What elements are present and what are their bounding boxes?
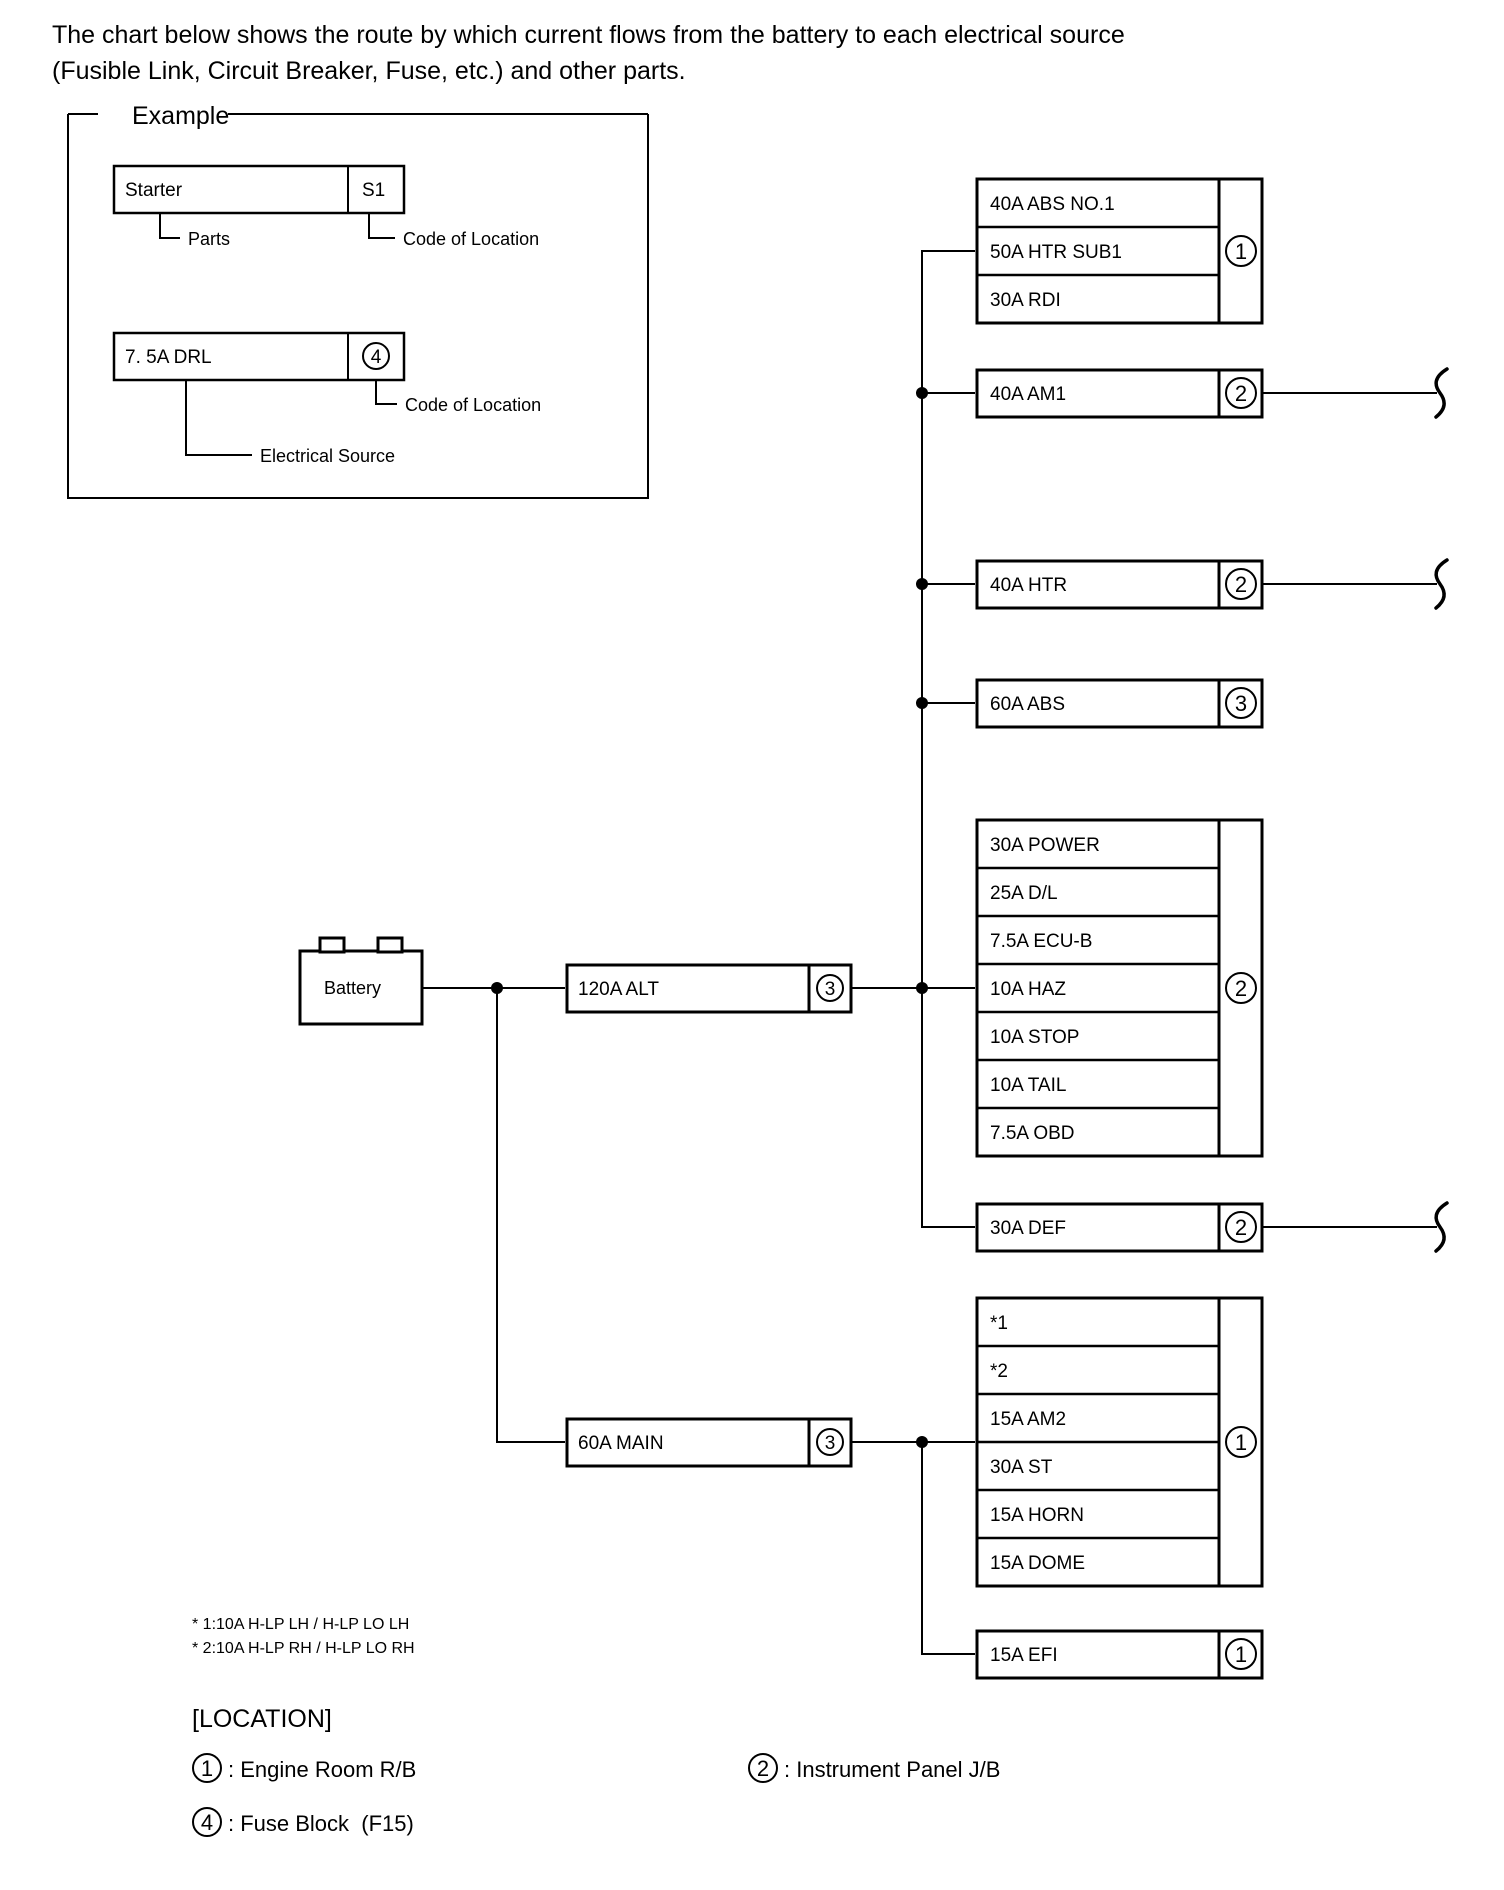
group-location-code: 2 (1235, 381, 1247, 406)
legend-label: : Instrument Panel J/B (784, 1757, 1000, 1782)
fusible-link-alt: 120A ALT 3 (565, 963, 853, 1014)
group-location-code: 2 (1235, 1215, 1247, 1240)
legend-code: 1 (201, 1756, 213, 1781)
group-row-label: *2 (990, 1361, 1008, 1382)
legend-entry-2: 2 : Instrument Panel J/B (748, 1753, 1000, 1783)
fusible-link-alt-code: 3 (825, 979, 836, 1000)
group-row-label: 10A HAZ (990, 979, 1066, 1000)
example-box-drl: 7. 5A DRL 4 Code of Location Electrical … (112, 331, 541, 466)
group-row-label: 50A HTR SUB1 (990, 242, 1122, 263)
wire-break-icon (1434, 367, 1449, 419)
group-row-label: 40A AM1 (990, 384, 1066, 405)
group-row-label: 40A HTR (990, 575, 1067, 596)
example-callout-code-1: Code of Location (403, 229, 539, 249)
wire-break-icon (1434, 558, 1449, 610)
example-drl-code-label: 4 (371, 347, 382, 368)
intro-line-2: (Fusible Link, Circuit Breaker, Fuse, et… (52, 57, 686, 85)
group-abs-htrsub-rdi: 40A ABS NO.1 50A HTR SUB1 30A RDI 1 (975, 177, 1264, 325)
legend-code: 2 (757, 1756, 769, 1781)
footnotes: * 1:10A H-LP LH / H-LP LO LH * 2:10A H-L… (192, 1616, 415, 1657)
group-row-label: 15A AM2 (990, 1409, 1066, 1430)
example-drl-source-label: 7. 5A DRL (125, 347, 212, 368)
group-am1: 40A AM1 2 (975, 367, 1449, 419)
group-row-label: 15A DOME (990, 1553, 1085, 1574)
legend-label: : Engine Room R/B (228, 1757, 416, 1782)
group-row-label: 60A ABS (990, 694, 1065, 715)
example-starter-parts-label: Starter (125, 180, 183, 201)
example-callout-electrical-source: Electrical Source (260, 446, 395, 466)
group-row-label: 10A STOP (990, 1027, 1079, 1048)
group-row-label: 30A RDI (990, 290, 1061, 311)
group-row-label: 7.5A OBD (990, 1123, 1075, 1144)
junction-htr (916, 578, 928, 590)
fusible-link-main: 60A MAIN 3 (565, 1417, 853, 1468)
group-htr: 40A HTR 2 (975, 558, 1449, 610)
example-callout-parts: Parts (188, 229, 230, 249)
battery-label: Battery (324, 978, 381, 998)
fusible-link-main-label: 60A MAIN (578, 1433, 664, 1454)
group-abs: 60A ABS 3 (975, 678, 1264, 729)
example-callout-code-2: Code of Location (405, 395, 541, 415)
group-row-label: 30A DEF (990, 1218, 1066, 1239)
group-efi: 15A EFI 1 (975, 1629, 1264, 1680)
example-title: Example (132, 102, 229, 130)
example-starter-code-label: S1 (362, 180, 385, 201)
group-row-label: 30A POWER (990, 835, 1100, 856)
intro-line-1: The chart below shows the route by which… (52, 21, 1125, 49)
junction-abs (916, 697, 928, 709)
group-location-code: 3 (1235, 691, 1247, 716)
example-panel: Example Starter S1 Parts Code of Locatio… (67, 102, 649, 499)
group-row-label: 7.5A ECU-B (990, 931, 1092, 952)
group-row-label: 15A HORN (990, 1505, 1084, 1526)
group-row-label: 30A ST (990, 1457, 1053, 1478)
group-location-code: 2 (1235, 976, 1247, 1001)
location-legend: [LOCATION] 1 : Engine Room R/B 2 : Instr… (192, 1705, 1000, 1837)
battery-symbol: Battery (298, 936, 424, 1026)
footnote-2: * 2:10A H-LP RH / H-LP LO RH (192, 1640, 415, 1657)
group-main-block: *1 *2 15A AM2 30A ST 15A HORN 15A DOME 1 (975, 1296, 1264, 1588)
footnote-1: * 1:10A H-LP LH / H-LP LO LH (192, 1616, 409, 1633)
location-legend-title: [LOCATION] (192, 1705, 332, 1733)
wire-break-icon (1434, 1201, 1449, 1253)
junction-am1 (916, 387, 928, 399)
group-location-code: 1 (1235, 1430, 1247, 1455)
group-power-block: 30A POWER 25A D/L 7.5A ECU-B 10A HAZ 10A… (975, 818, 1264, 1158)
group-location-code: 1 (1235, 1642, 1247, 1667)
group-row-label: 15A EFI (990, 1645, 1058, 1666)
wiring-trunk (422, 250, 975, 1655)
fusible-link-main-code: 3 (825, 1433, 836, 1454)
group-def: 30A DEF 2 (975, 1201, 1449, 1253)
group-row-label: 40A ABS NO.1 (990, 194, 1115, 215)
legend-code: 4 (201, 1810, 213, 1835)
group-location-code: 1 (1235, 239, 1247, 264)
legend-entry-1: 1 : Engine Room R/B (192, 1753, 416, 1783)
group-row-label: *1 (990, 1313, 1008, 1334)
group-row-label: 10A TAIL (990, 1075, 1066, 1096)
fusible-link-alt-label: 120A ALT (578, 979, 659, 1000)
legend-entry-4: 4 : Fuse Block (F15) (192, 1807, 414, 1837)
group-row-label: 25A D/L (990, 883, 1058, 904)
group-location-code: 2 (1235, 572, 1247, 597)
legend-label: : Fuse Block (F15) (228, 1811, 414, 1836)
example-box-starter: Starter S1 Parts Code of Location (112, 164, 539, 249)
